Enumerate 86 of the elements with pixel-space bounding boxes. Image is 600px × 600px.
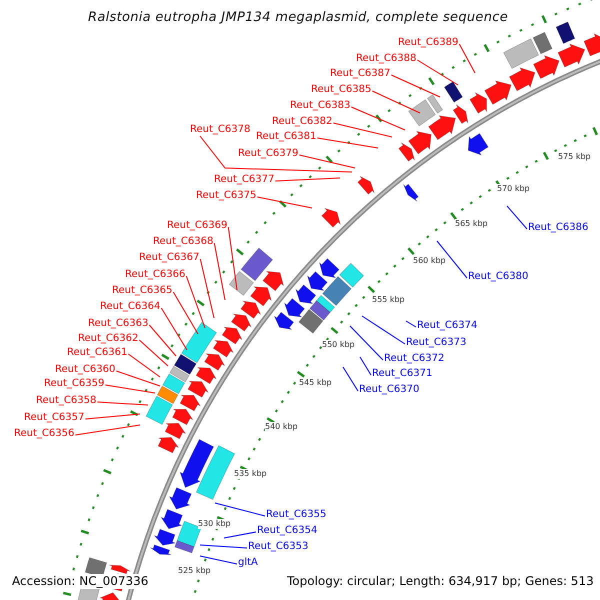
gene-label: Reut_C6378 bbox=[190, 124, 250, 136]
leader-line bbox=[406, 320, 416, 328]
scale-label: 535 kbp bbox=[234, 469, 267, 479]
gene-label: Reut_C6377 bbox=[214, 174, 274, 186]
scale-label: 560 kbp bbox=[413, 256, 446, 266]
gene-label: Reut_C6388 bbox=[356, 53, 416, 65]
info-text: Accession: NC_007336 bbox=[10, 574, 150, 589]
leader-line bbox=[416, 60, 458, 86]
leader-line bbox=[200, 258, 214, 318]
leader-line bbox=[224, 532, 256, 538]
scale-label: 540 kbp bbox=[265, 422, 298, 432]
leader-line bbox=[360, 356, 372, 376]
gene-label: Reut_C6357 bbox=[24, 412, 84, 424]
map-title: Ralstonia eutropha JMP134 megaplasmid, complete sequence bbox=[88, 10, 508, 26]
leader-line bbox=[128, 354, 160, 378]
gene-label: Reut_C6371 bbox=[372, 368, 432, 380]
gene-label: Reut_C6358 bbox=[36, 395, 96, 407]
leader-line bbox=[116, 370, 160, 386]
leader-line bbox=[214, 502, 266, 516]
info-text: Topology: circular; Length: 634,917 bp; Genes: 513 bbox=[285, 574, 596, 589]
leader-line bbox=[200, 556, 238, 564]
leader-line bbox=[362, 316, 406, 344]
leader-line bbox=[298, 154, 356, 168]
gene-label: Reut_C6368 bbox=[153, 236, 214, 248]
leader-line bbox=[200, 544, 248, 548]
gene-label: gltA bbox=[238, 557, 258, 569]
gene-label: Reut_C6367 bbox=[139, 252, 200, 264]
scale-label: 575 kbp bbox=[558, 152, 591, 162]
leader-line bbox=[256, 196, 312, 208]
gene-label: Reut_C6383 bbox=[290, 100, 350, 112]
leader-line bbox=[436, 240, 468, 278]
gene-label: Reut_C6356 bbox=[14, 428, 74, 440]
leader-line bbox=[84, 414, 140, 420]
gene-label: Reut_C6370 bbox=[359, 384, 420, 396]
leader-line bbox=[342, 366, 358, 392]
leader-line bbox=[390, 74, 440, 98]
gene-label: Reut_C6373 bbox=[406, 337, 466, 349]
leader-line bbox=[138, 340, 168, 366]
leader-line bbox=[316, 138, 378, 148]
leader-line bbox=[160, 308, 188, 350]
leader-line bbox=[200, 136, 352, 172]
gene-label: Reut_C6362 bbox=[78, 333, 138, 345]
gene-label: Reut_C6361 bbox=[67, 347, 128, 359]
gene-label: Reut_C6366 bbox=[125, 269, 186, 281]
scale-label: 555 kbp bbox=[372, 295, 405, 305]
leader-line bbox=[332, 122, 392, 138]
gene-label: Reut_C6365 bbox=[112, 285, 172, 297]
gene-label: Reut_C6354 bbox=[257, 525, 318, 537]
leader-line bbox=[214, 242, 226, 300]
gene-label: Reut_C6372 bbox=[384, 353, 444, 365]
gene-label: Reut_C6385 bbox=[311, 84, 372, 96]
gene-label: Reut_C6375 bbox=[196, 190, 256, 202]
gene-label: Reut_C6386 bbox=[528, 222, 588, 234]
leader-line bbox=[506, 206, 528, 230]
scale-label: 545 kbp bbox=[299, 378, 332, 388]
gene-label: Reut_C6353 bbox=[248, 541, 308, 553]
gene-label: Reut_C6387 bbox=[330, 68, 390, 80]
scale-label: 565 kbp bbox=[455, 219, 488, 229]
leader-line bbox=[148, 324, 176, 356]
gene-label: Reut_C6359 bbox=[44, 378, 104, 390]
leader-line bbox=[104, 384, 156, 394]
scale-label: 570 kbp bbox=[497, 184, 530, 194]
leader-line bbox=[186, 276, 206, 328]
gene-label: Reut_C6360 bbox=[55, 364, 116, 376]
gene-label: Reut_C6364 bbox=[100, 301, 160, 313]
gene-label: Reut_C6369 bbox=[167, 220, 228, 232]
gene-label: Reut_C6389 bbox=[398, 37, 458, 49]
gene-label: Reut_C6374 bbox=[417, 320, 478, 332]
leader-line bbox=[350, 326, 384, 360]
gene-label: Reut_C6363 bbox=[88, 318, 148, 330]
leader-line bbox=[74, 424, 140, 436]
gene-label: Reut_C6379 bbox=[238, 148, 298, 160]
gene-label: Reut_C6381 bbox=[256, 131, 316, 143]
leader-line bbox=[350, 106, 406, 130]
scale-label: 525 kbp bbox=[178, 566, 211, 576]
leader-line bbox=[172, 292, 198, 334]
gene-label: Reut_C6355 bbox=[266, 509, 326, 521]
scale-label: 550 kbp bbox=[322, 340, 355, 350]
leader-line bbox=[372, 90, 420, 114]
leader-line bbox=[274, 178, 340, 182]
leader-line bbox=[228, 226, 238, 290]
leader-line bbox=[458, 44, 476, 74]
scale-label: 530 kbp bbox=[198, 519, 231, 529]
gene-label: Reut_C6382 bbox=[272, 116, 332, 128]
leader-line bbox=[96, 402, 148, 406]
gene-label: Reut_C6380 bbox=[468, 271, 528, 283]
